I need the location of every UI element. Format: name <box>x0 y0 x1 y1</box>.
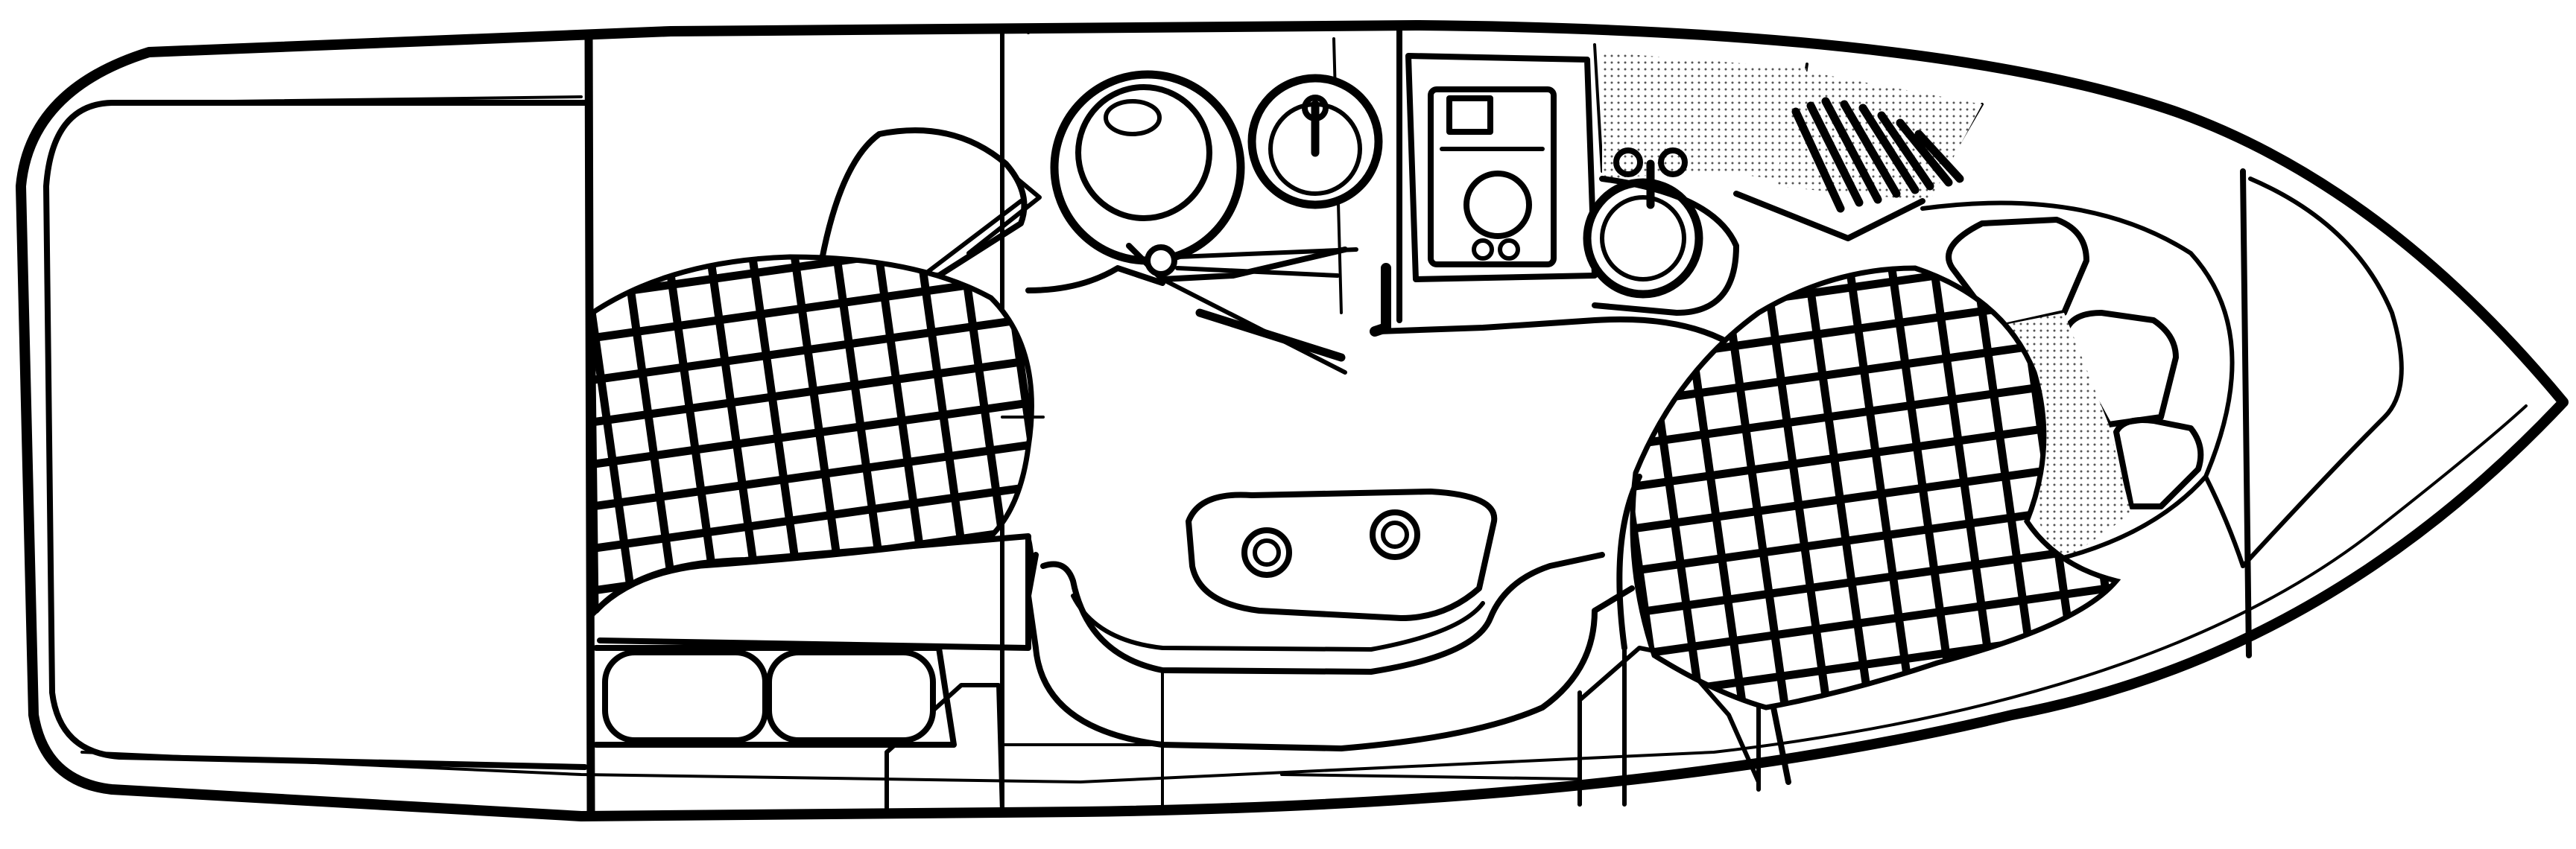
head-compartment <box>1405 52 1807 316</box>
dinette-seat <box>1025 552 1635 751</box>
hanging-locker <box>1733 71 1982 241</box>
table-cup-holder-right <box>1370 509 1420 560</box>
forward-cabin <box>1616 177 2404 785</box>
swim-platform <box>43 100 588 770</box>
salon <box>1025 265 1769 751</box>
aft-seat-cushion-right <box>766 649 936 743</box>
locker-hangers <box>1791 97 1964 213</box>
helm-control-knob <box>1145 244 1177 277</box>
toilet-bowl <box>1463 171 1532 239</box>
aft-backrest <box>817 127 1028 279</box>
dinette-table <box>1186 489 1498 621</box>
aft-seat-cushion-left <box>602 649 768 743</box>
door-stop <box>1370 263 1391 337</box>
aft-cabin <box>589 127 1042 748</box>
aft-walkway-step <box>884 683 1004 814</box>
aft-berth-cushion <box>589 254 1034 617</box>
forward-peak-line <box>2241 177 2404 568</box>
structure-details <box>591 28 2245 642</box>
ice-maker-lid <box>1075 84 1212 221</box>
aft-berth-frame <box>593 533 1031 651</box>
forward-backrest-1 <box>1946 217 2089 331</box>
galley-console <box>1050 70 1391 375</box>
stern-section <box>43 31 595 816</box>
hull-outline <box>16 20 2569 821</box>
transom-bulkhead <box>584 31 595 816</box>
forward-backrest-3 <box>2113 417 2204 509</box>
table-cup-holder-left <box>1241 527 1292 578</box>
v-berth-cushion <box>1630 265 2121 710</box>
